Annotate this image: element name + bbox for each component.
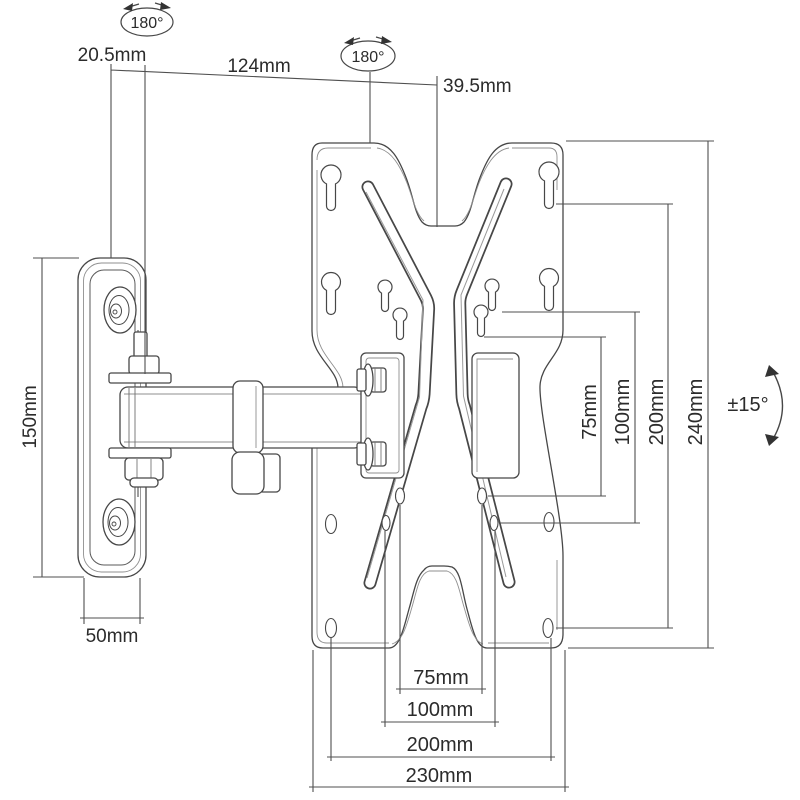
label-wall-offset: 20.5mm [78, 45, 147, 66]
swivel-badge-right [340, 36, 396, 72]
nut-rim [129, 477, 159, 488]
wall-screw-top [103, 286, 137, 334]
tilt-arrow-down-icon [765, 434, 779, 446]
label-arm-length: 124mm [227, 56, 290, 77]
hole-100-lower-right [489, 514, 499, 532]
rotate-arrow-icon [123, 3, 133, 11]
arm-clevis-lines [128, 388, 136, 447]
label-pivot-to-plate: 39.5mm [443, 76, 512, 97]
rotate-arrow-icon [381, 36, 392, 44]
rotate-arrow-icon [160, 2, 171, 10]
hole-corner-right [542, 617, 554, 639]
keyhole-100-upper-right [484, 278, 500, 312]
label-horizontal-200: 200mm [407, 734, 474, 756]
vesa-slot-left [361, 180, 436, 590]
dim-bottom-chain [309, 505, 569, 792]
label-wall-plate-height: 150mm [20, 385, 41, 448]
vesa-rect-cutout-contour [476, 358, 513, 472]
dimension-lines [33, 2, 784, 792]
arm-bracket-contour [365, 357, 400, 474]
hole-75-lower-left [394, 487, 406, 505]
keyhole-75-upper-right [473, 304, 489, 338]
bracket-bolt-bottom [356, 437, 387, 471]
label-vertical-200: 200mm [646, 379, 668, 446]
label-wall-plate-width: 50mm [86, 626, 139, 647]
hinge-top-nut [128, 355, 160, 375]
keyhole-mid-left [320, 271, 342, 316]
vesa-holes [324, 487, 555, 639]
wall-screw-bottom [102, 498, 136, 546]
keyhole-top-right [538, 161, 560, 210]
tilt-arrow-up-icon [765, 365, 779, 377]
hinge-bottom-washer [108, 447, 172, 459]
hole-200-lower-right [543, 511, 555, 533]
keyhole-mid-right [538, 267, 560, 312]
rotate-arrow-icon [344, 37, 354, 45]
label-tilt-range: ±15° [727, 394, 768, 416]
label-vertical-100: 100mm [612, 379, 634, 446]
keyhole-top-left [320, 164, 342, 212]
tilt-arc [765, 365, 784, 446]
label-horizontal-230: 230mm [406, 765, 473, 787]
wall-plate [77, 257, 147, 578]
vesa-rect-cutout [471, 352, 520, 479]
dim-top-chain [110, 64, 438, 374]
dimension-labels: 180° 180° 20.5mm 124mm 39.5mm 150mm 50mm… [20, 15, 769, 787]
hole-corner-left [324, 617, 338, 639]
vesa-plate [311, 142, 564, 649]
mount-arm [108, 330, 405, 497]
nut-facets [136, 459, 152, 479]
hinge-top-washer [108, 372, 172, 384]
arm-knob [231, 451, 265, 495]
label-vertical-75: 75mm [579, 384, 601, 440]
keyhole-75-upper-left [392, 307, 408, 341]
hole-100-lower-left [381, 514, 391, 532]
dim-right-chain [484, 140, 714, 649]
arm-clamp [232, 380, 264, 454]
label-horizontal-100: 100mm [407, 699, 474, 721]
hinge-bottom-nut [124, 457, 164, 481]
vesa-slot-right [453, 177, 516, 589]
dim-left-chain [33, 257, 144, 624]
label-horizontal-75: 75mm [413, 667, 469, 689]
label-swivel-right: 180° [351, 49, 384, 66]
hole-200-lower-left [324, 513, 338, 535]
hole-75-lower-right [476, 487, 488, 505]
swivel-badge-left [120, 2, 174, 37]
label-swivel-left: 180° [130, 15, 163, 32]
vesa-keyholes [320, 161, 560, 341]
bracket-bolt-top [356, 363, 387, 397]
label-vertical-240: 240mm [685, 379, 707, 446]
keyhole-100-upper-left [377, 279, 393, 313]
